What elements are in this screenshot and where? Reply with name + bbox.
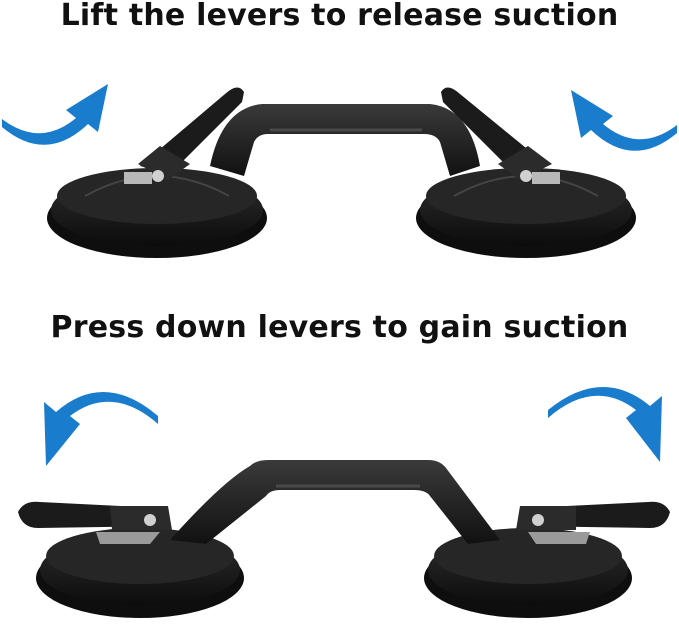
right-suction-cup	[424, 528, 632, 618]
right-lever-pressed	[516, 501, 670, 544]
curved-arrow-up-left-icon	[571, 90, 677, 151]
handle-bar	[210, 104, 480, 176]
left-lever-lifted	[124, 87, 244, 184]
right-suction-cup	[416, 168, 636, 258]
curved-arrow-down-right-icon	[548, 386, 662, 462]
lifted-levers-photo	[0, 46, 679, 276]
left-suction-cup	[36, 528, 244, 618]
curved-arrow-down-left-icon	[44, 391, 158, 466]
left-lever-pressed	[18, 501, 172, 544]
curved-arrow-up-right-icon	[2, 84, 108, 145]
release-instruction-caption: Lift the levers to release suction	[60, 0, 619, 33]
gain-instruction-caption: Press down levers to gain suction	[50, 310, 629, 345]
pressed-levers-photo	[0, 372, 679, 630]
right-lever-lifted	[441, 87, 560, 184]
left-suction-cup	[47, 168, 267, 258]
handle-bar	[170, 460, 500, 544]
